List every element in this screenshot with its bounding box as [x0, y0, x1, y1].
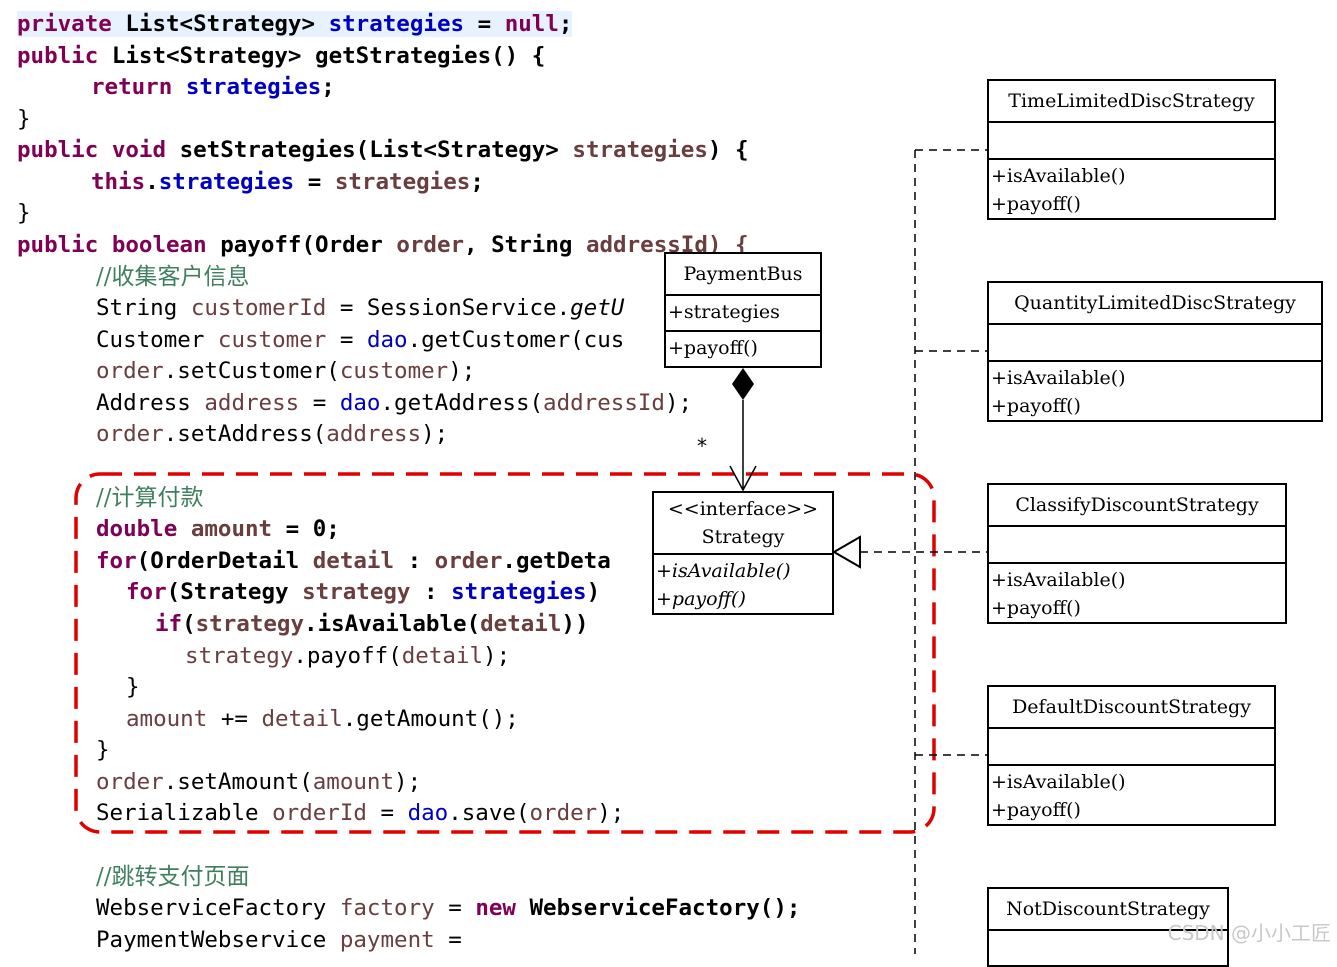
- code-line-if-available: if(strategy.isAvailable(detail)): [155, 611, 589, 637]
- class-name: PaymentBus: [666, 254, 820, 296]
- code-line-factory: WebserviceFactory factory = new Webservi…: [96, 895, 801, 921]
- class-operations: +isAvailable() +payoff(): [989, 160, 1274, 218]
- code-line-close-outer-for: }: [96, 737, 110, 763]
- code-line-amount-accumulate: amount += detail.getAmount();: [126, 706, 519, 732]
- op-is-available: +isAvailable(): [991, 771, 1126, 793]
- code-comment-calculate-payment: //计算付款: [96, 485, 204, 511]
- interface-operations: +isAvailable() +payoff(): [654, 555, 832, 613]
- interface-strategy: <<interface>> Strategy +isAvailable() +p…: [652, 491, 834, 615]
- interface-header: <<interface>> Strategy: [654, 493, 832, 555]
- code-comment-jump-payment: //跳转支付页面: [96, 864, 250, 890]
- code-line-set-customer: order.setCustomer(customer);: [96, 358, 476, 384]
- class-operations: +isAvailable() +payoff(): [989, 362, 1321, 420]
- code-line-strategy-payoff: strategy.payoff(detail);: [185, 643, 511, 669]
- class-name: QuantityLimitedDiscStrategy: [989, 283, 1321, 325]
- class-attribute: +strategies: [666, 296, 820, 332]
- class-attributes: [989, 527, 1285, 564]
- class-operation: +payoff(): [668, 337, 758, 359]
- realization-triangle-arrow: [831, 535, 861, 569]
- class-name: ClassifyDiscountStrategy: [989, 485, 1285, 527]
- highlight-box: [74, 472, 936, 834]
- class-attributes: [989, 729, 1274, 766]
- code-line-get-customer: Customer customer = dao.getCustomer(cus: [96, 327, 625, 353]
- code-line-return: return strategies;: [91, 74, 335, 100]
- code-line-getter-signature: public List<Strategy> getStrategies() {: [17, 43, 546, 69]
- code-line-payment: PaymentWebservice payment =: [96, 927, 462, 953]
- interface-op-is-available: +isAvailable(): [656, 560, 791, 582]
- code-comment-collect-customer: //收集客户信息: [96, 264, 250, 290]
- code-line-setter-body: this.strategies = strategies;: [91, 169, 484, 195]
- op-is-available: +isAvailable(): [991, 367, 1126, 389]
- composition-diamond: [732, 368, 754, 400]
- code-line-for-detail: for(OrderDetail detail : order.getDeta: [96, 548, 611, 574]
- class-attributes: [989, 123, 1274, 160]
- class-operations: +isAvailable() +payoff(): [989, 564, 1285, 622]
- class-name: NotDiscountStrategy: [989, 889, 1227, 931]
- class-name: DefaultDiscountStrategy: [989, 687, 1274, 729]
- interface-op-payoff: +payoff(): [656, 588, 746, 610]
- interface-name: Strategy: [701, 526, 785, 548]
- op-payoff: +payoff(): [991, 395, 1081, 417]
- code-line-amount-init: double amount = 0;: [96, 516, 340, 542]
- code-line-customer-id: String customerId = SessionService.getU: [96, 295, 625, 321]
- code-line-save-order: Serializable orderId = dao.save(order);: [96, 800, 625, 826]
- op-payoff: +payoff(): [991, 597, 1081, 619]
- class-attributes: [989, 325, 1321, 362]
- multiplicity-label: *: [697, 434, 707, 458]
- code-line-set-address: order.setAddress(address);: [96, 421, 449, 447]
- code-line-close-brace: }: [17, 106, 31, 132]
- class-name: TimeLimitedDiscStrategy: [989, 81, 1274, 123]
- class-payment-bus: PaymentBus +strategies +payoff(): [664, 252, 822, 368]
- class-default-discount-strategy: DefaultDiscountStrategy +isAvailable() +…: [987, 685, 1276, 826]
- code-line-setter-signature: public void setStrategies(List<Strategy>…: [17, 137, 749, 163]
- op-payoff: +payoff(): [991, 193, 1081, 215]
- op-is-available: +isAvailable(): [991, 569, 1126, 591]
- class-quantity-limited-disc-strategy: QuantityLimitedDiscStrategy +isAvailable…: [987, 281, 1323, 422]
- code-line-field-declaration: private List<Strategy> strategies = null…: [17, 11, 573, 37]
- code-line-close-brace-2: }: [17, 200, 31, 226]
- code-line-payoff-signature: public boolean payoff(Order order, Strin…: [17, 232, 749, 258]
- op-payoff: +payoff(): [991, 799, 1081, 821]
- op-is-available: +isAvailable(): [991, 165, 1126, 187]
- composition-arrowhead: [729, 465, 757, 492]
- class-operations: +isAvailable() +payoff(): [989, 766, 1274, 824]
- class-classify-discount-strategy: ClassifyDiscountStrategy +isAvailable() …: [987, 483, 1287, 624]
- watermark: CSDN @小小工匠: [1167, 921, 1331, 945]
- class-time-limited-disc-strategy: TimeLimitedDiscStrategy +isAvailable() +…: [987, 79, 1276, 220]
- code-line-set-amount: order.setAmount(amount);: [96, 769, 422, 795]
- code-line-for-strategy: for(Strategy strategy : strategies): [126, 579, 601, 605]
- interface-stereotype: <<interface>>: [667, 498, 819, 520]
- code-line-get-address: Address address = dao.getAddress(address…: [96, 390, 693, 416]
- code-line-close-inner-for: }: [126, 674, 140, 700]
